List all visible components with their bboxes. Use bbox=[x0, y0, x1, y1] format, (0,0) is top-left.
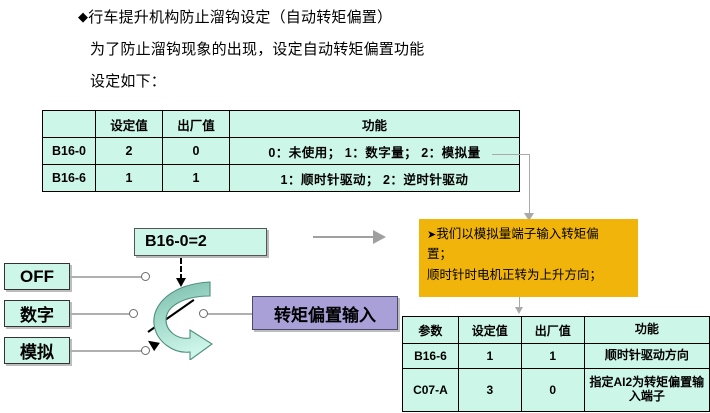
wire-digital bbox=[70, 313, 130, 315]
callout-line-1-text: 我们以模拟量端子输入转矩偏 bbox=[436, 227, 599, 241]
table-row: B16-6 1 1 顺时针驱动方向 bbox=[402, 343, 710, 369]
table-header-row: 设定值 出厂值 功能 bbox=[42, 110, 520, 138]
header-function: 功能 bbox=[229, 110, 520, 138]
header-function: 功能 bbox=[583, 316, 710, 344]
result-parameter-table: 参数 设定值 出厂值 功能 B16-6 1 1 顺时针驱动方向 C07-A 3 … bbox=[402, 316, 710, 412]
source-box-analog[interactable]: 模拟 bbox=[4, 337, 70, 364]
source-box-digital[interactable]: 数字 bbox=[4, 300, 70, 327]
table-row: C07-A 3 0 指定AI2为转矩偏置输入端子 bbox=[402, 368, 710, 412]
source-box-analog-label: 模拟 bbox=[20, 343, 54, 362]
dashed-connector-line bbox=[180, 258, 182, 280]
cell-factory-value: 1 bbox=[162, 164, 230, 192]
cell-set-value: 1 bbox=[95, 164, 163, 192]
table-row: B16-6 1 1 1：顺时针驱动； 2：逆时针驱动 bbox=[42, 164, 520, 192]
contact-terminal-analog-icon bbox=[141, 346, 150, 355]
flow-arrow-line bbox=[313, 236, 375, 238]
contact-terminal-off-icon bbox=[141, 272, 150, 281]
callout-to-table-arrowhead-icon bbox=[515, 307, 523, 314]
wire-off bbox=[70, 276, 142, 278]
connector-arrowhead-icon bbox=[524, 213, 534, 221]
cell-set-value: 2 bbox=[95, 137, 163, 165]
cell-param: B16-6 bbox=[42, 164, 96, 192]
rotation-arrow-icon bbox=[153, 281, 213, 360]
cell-set-value: 1 bbox=[457, 343, 522, 369]
cell-function: 0：未使用； 1：数字量； 2：模拟量 bbox=[229, 137, 520, 165]
cell-function: 顺时针驱动方向 bbox=[583, 343, 710, 369]
heading-line-3: 设定如下： bbox=[90, 74, 167, 90]
torque-bias-input-label: 转矩偏置输入 bbox=[274, 305, 376, 325]
cell-param: B16-0 bbox=[42, 137, 96, 165]
setting-label-text: B16-0=2 bbox=[145, 233, 207, 250]
torque-bias-input-box: 转矩偏置输入 bbox=[252, 296, 398, 330]
callout-box: ➤我们以模拟量端子输入转矩偏 置； 顺时针时电机正转为上升方向； bbox=[419, 219, 638, 297]
cell-param: C07-A bbox=[402, 368, 459, 412]
header-param: 参数 bbox=[402, 316, 459, 344]
callout-bullet-icon: ➤ bbox=[427, 228, 437, 241]
contact-terminal-output-icon bbox=[199, 309, 208, 318]
flow-arrow-head-icon bbox=[373, 230, 386, 244]
callout-line-3: 顺时针时电机正转为上升方向； bbox=[427, 267, 603, 282]
cell-function: 1：顺时针驱动； 2：逆时针驱动 bbox=[229, 164, 520, 192]
connector-horizontal-segment bbox=[492, 154, 530, 155]
connector-vertical-segment bbox=[529, 154, 530, 216]
cell-set-value: 3 bbox=[457, 368, 522, 412]
header-set-value: 设定值 bbox=[457, 316, 522, 344]
callout-to-table-connector bbox=[519, 297, 520, 309]
cell-factory-value: 0 bbox=[520, 368, 585, 412]
table-header-row: 参数 设定值 出厂值 功能 bbox=[402, 316, 710, 344]
header-factory-value: 出厂值 bbox=[520, 316, 585, 344]
source-box-off[interactable]: OFF bbox=[4, 263, 70, 290]
cell-factory-value: 0 bbox=[162, 137, 230, 165]
diamond-bullet-icon: ◆ bbox=[78, 9, 89, 24]
main-parameter-table: 设定值 出厂值 功能 B16-0 2 0 0：未使用； 1：数字量； 2：模拟量… bbox=[42, 110, 520, 192]
wire-analog bbox=[70, 350, 142, 352]
wire-output bbox=[207, 313, 256, 315]
table-row: B16-0 2 0 0：未使用； 1：数字量； 2：模拟量 bbox=[42, 137, 520, 165]
header-blank bbox=[42, 110, 96, 138]
header-set-value: 设定值 bbox=[95, 110, 163, 138]
setting-label-box: B16-0=2 bbox=[134, 228, 267, 256]
callout-line-2: 置； bbox=[427, 247, 453, 262]
callout-line-1: ➤我们以模拟量端子输入转矩偏 bbox=[427, 224, 630, 244]
cell-param: B16-6 bbox=[402, 343, 459, 369]
cell-factory-value: 1 bbox=[520, 343, 585, 369]
cell-function: 指定AI2为转矩偏置输入端子 bbox=[583, 368, 710, 412]
heading-line-1: ◆行车提升机构防止溜钩设定（自动转矩偏置） bbox=[78, 6, 392, 27]
source-box-off-label: OFF bbox=[20, 266, 54, 286]
dashed-connector-arrowhead-icon bbox=[176, 278, 186, 287]
heading-line-2: 为了防止溜钩现象的出现，设定自动转矩偏置功能 bbox=[90, 42, 425, 58]
source-box-digital-label: 数字 bbox=[20, 306, 54, 325]
contact-terminal-digital-icon bbox=[129, 309, 138, 318]
heading-line-1-text: 行车提升机构防止溜钩设定（自动转矩偏置） bbox=[88, 10, 393, 26]
header-factory-value: 出厂值 bbox=[162, 110, 230, 138]
